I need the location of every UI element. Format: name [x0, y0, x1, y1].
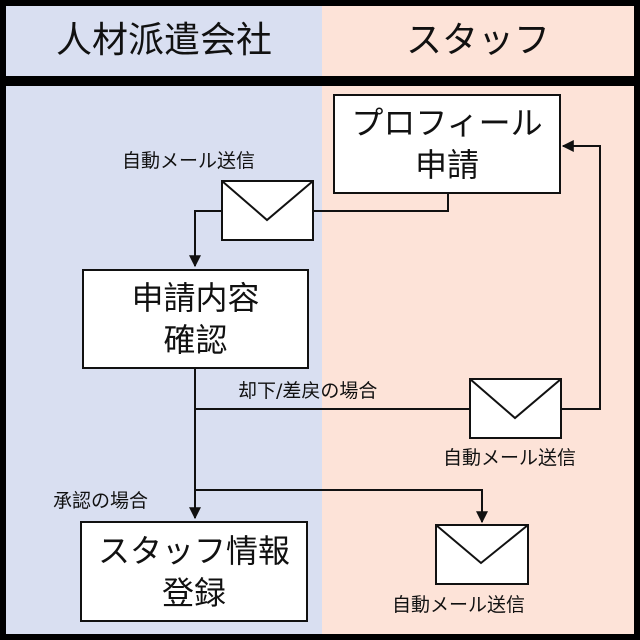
- label-auto-mail-2: 自動メール送信: [443, 447, 577, 469]
- lane-title-staff: スタッフ: [405, 20, 550, 61]
- label-reject-case: 却下/差戻の場合: [238, 380, 378, 402]
- node-review-application[interactable]: 申請内容 確認: [82, 269, 309, 369]
- node-profile-application[interactable]: プロフィール 申請: [333, 94, 561, 194]
- connector-reject-to-profile: [194, 140, 601, 410]
- label-auto-mail-3: 自動メール送信: [392, 594, 526, 616]
- label-auto-mail-1: 自動メール送信: [122, 150, 256, 172]
- lane-title-company: 人材派遣会社: [55, 20, 272, 61]
- label-approve-case: 承認の場合: [53, 490, 149, 512]
- connector-approve-to-mail: [195, 489, 488, 524]
- envelope-icon: [435, 524, 529, 585]
- envelope-icon: [469, 378, 562, 439]
- node-register-staff[interactable]: スタッフ情報 登録: [80, 521, 308, 622]
- envelope-icon: [221, 180, 314, 241]
- connector-profile-to-review: [189, 193, 449, 268]
- lane-header-company: 人材派遣会社: [6, 6, 322, 76]
- lane-header-staff: スタッフ: [322, 6, 634, 76]
